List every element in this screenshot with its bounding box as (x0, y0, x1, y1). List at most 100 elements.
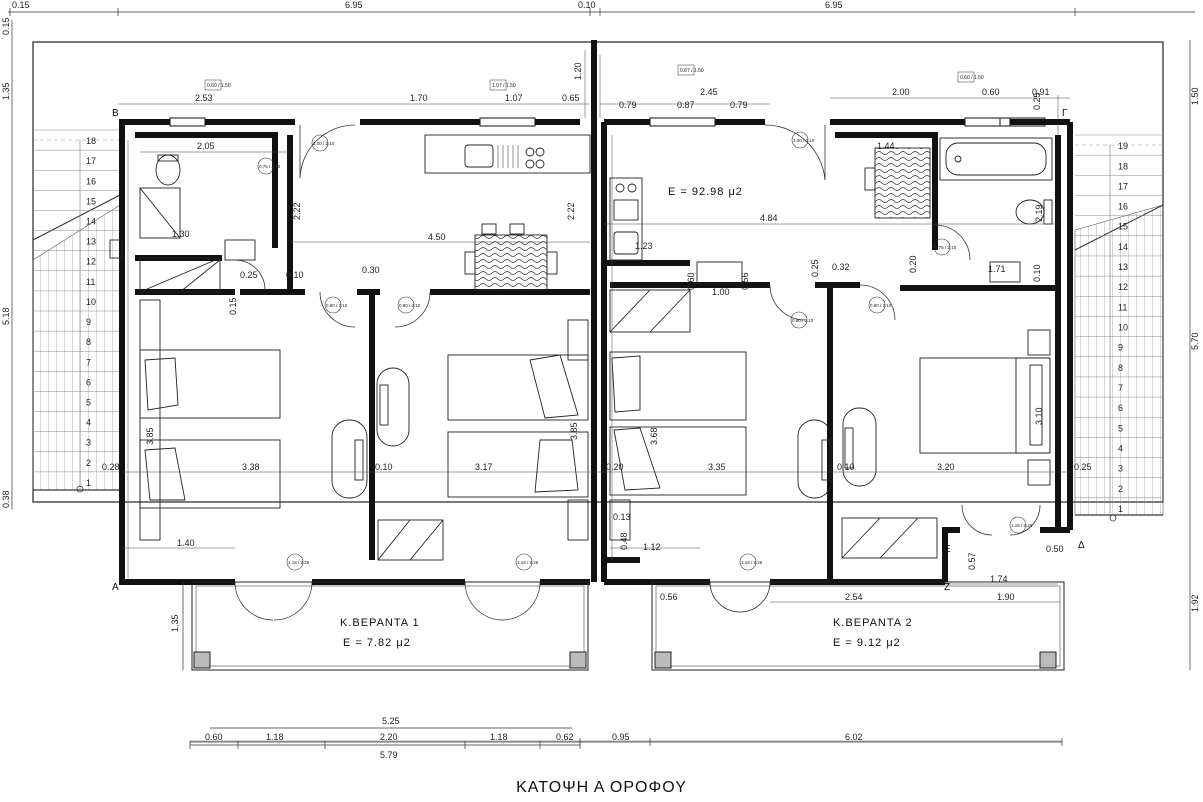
dim-int-5: 1.23 (635, 241, 653, 251)
dim-room-15: 0.13 (613, 512, 631, 522)
drawing-title: ΚΑΤΟΨΗ Α ΟΡΟΦΟΥ (516, 779, 687, 796)
stair-step-number: 19 (1118, 141, 1128, 151)
door-tag-0: 1.00 / 2.10 (313, 141, 335, 146)
corner-mark-a: Α (112, 582, 119, 593)
stair-left-start-marker (76, 485, 84, 493)
dim-room-22: 0.56 (660, 592, 678, 602)
dining-table-left (464, 223, 558, 291)
dim-upper-right-1: 0.79 (619, 100, 637, 110)
dimension-sides (11, 20, 1191, 670)
door-tags: 1.00 / 2.10 0.75 / 2.10 0.80 / 2.10 0.80… (257, 131, 1033, 571)
stair-step-number: 13 (1118, 262, 1128, 272)
dim-bottom-8: 6.02 (845, 732, 863, 742)
dim-room-21: 2.54 (845, 592, 863, 602)
outer-outline (32, 41, 1164, 516)
dim-int-6: 1.00 (712, 287, 730, 297)
dim-right-0: 1.50 (1190, 87, 1200, 105)
dim-int-17: 2.19 (1034, 204, 1044, 222)
dim-bottom-5: 0.62 (556, 732, 574, 742)
stair-step-number: 14 (86, 217, 96, 227)
dim-top-3: 6.95 (825, 0, 843, 10)
dim-upper-right-4: 2.00 (892, 87, 910, 97)
dim-room-19: 1.74 (990, 574, 1008, 584)
dim-int-18: 1.71 (988, 264, 1006, 274)
dim-bottom-3: 2.20 (380, 732, 398, 742)
veranda-1-name: Κ.ΒΕΡΑΝΤΑ 1 (340, 617, 420, 629)
dimension-top (8, 8, 1195, 16)
stair-step-number: 7 (1118, 383, 1123, 393)
dim-bottom-0: 5.25 (382, 716, 400, 726)
dim-room-18: 0.50 (1046, 544, 1064, 554)
dim-upper-left-4: 2.05 (197, 141, 215, 151)
dim-room-16: 0.48 (619, 532, 629, 550)
stair-step-number: 3 (86, 438, 91, 448)
stair-step-number: 12 (86, 257, 96, 267)
bedroom-left-1 (139, 257, 368, 541)
dim-top-2: 0.10 (578, 0, 596, 10)
dim-room-2: 3.35 (708, 462, 726, 472)
dim-upper-right-3: 0.79 (730, 100, 748, 110)
dim-left-1: 1.35 (1, 82, 11, 100)
dim-room-12: 0.10 (837, 462, 855, 472)
stair-step-number: 2 (1118, 484, 1123, 494)
stair-step-number: 9 (1118, 343, 1123, 353)
dim-room-9: 1.12 (643, 542, 661, 552)
dim-int-1: 2.22 (566, 202, 576, 220)
dim-upper-left-2: 1.07 (505, 93, 523, 103)
corner-mark-b: Β (112, 108, 119, 119)
stair-step-number: 7 (86, 357, 91, 367)
dim-room-0: 3.38 (242, 462, 260, 472)
dim-int-4: 1.30 (172, 229, 190, 239)
dim-int-7: 0.30 (362, 265, 380, 275)
dim-top-0: 0.15 (12, 0, 30, 10)
dim-room-4: 3.85 (145, 427, 155, 445)
stair-step-number: 1 (1118, 504, 1123, 514)
stair-step-number: 17 (86, 156, 96, 166)
stair-step-number: 6 (1118, 403, 1123, 413)
dim-left-4: 1.35 (170, 614, 180, 632)
stair-step-number: 15 (86, 196, 96, 206)
dim-upper-left-0: 2.53 (195, 93, 213, 103)
stair-step-number: 18 (1118, 161, 1128, 171)
stair-step-number: 8 (1118, 363, 1123, 373)
dim-room-17: 0.57 (967, 552, 977, 570)
dim-left-3: 0.38 (1, 490, 11, 508)
door-tag-2: 0.80 / 2.10 (326, 303, 348, 308)
dim-int-2: 4.50 (428, 232, 446, 242)
dim-int-14: 0.56 (740, 272, 750, 290)
dim-bottom-6: 5.79 (380, 750, 398, 760)
dim-bottom-1: 0.60 (205, 732, 223, 742)
dim-int-15: 0.15 (228, 297, 238, 315)
dim-int-3: 4.84 (760, 213, 778, 223)
window-tags: 0.60 / 1.50 1.07 / 1.50 0.87 / 1.50 0.60… (204, 64, 984, 91)
window-tag-3: 0.60 / 1.50 (960, 75, 984, 81)
stair-left (32, 139, 121, 491)
stair-step-number: 11 (86, 277, 95, 287)
dim-left-0: 0.15 (1, 17, 11, 35)
bathroom-left (109, 154, 256, 261)
dim-bottom-2: 1.18 (266, 732, 284, 742)
corner-mark-z: Ζ (944, 582, 950, 593)
dim-room-10: 0.10 (375, 462, 393, 472)
door-tag-7: 1.00 / 2.10 (793, 138, 815, 143)
dim-right-2: 1.92 (1190, 594, 1200, 612)
dim-int-13: 0.60 (686, 272, 696, 290)
door-tag-8: 1.18 / 2.25 (288, 560, 310, 565)
door-swings (234, 124, 1041, 621)
window-tag-1: 1.07 / 1.50 (492, 83, 516, 89)
stair-step-number: 18 (86, 136, 96, 146)
stair-step-number: 12 (1118, 282, 1128, 292)
stair-step-number: 8 (86, 337, 91, 347)
bedroom-right-2 (841, 329, 1051, 559)
bathroom-right (939, 137, 1053, 283)
dim-upper-left-3: 0.65 (562, 93, 580, 103)
door-tag-9: 1.18 / 2.25 (517, 560, 539, 565)
stair-step-number: 4 (86, 418, 91, 428)
verandas-outline (191, 581, 1065, 671)
total-area-label: Ε = 92.98 μ2 (668, 186, 743, 198)
dim-room-1: 3.17 (475, 462, 493, 472)
dim-int-0: 2.22 (292, 202, 302, 220)
